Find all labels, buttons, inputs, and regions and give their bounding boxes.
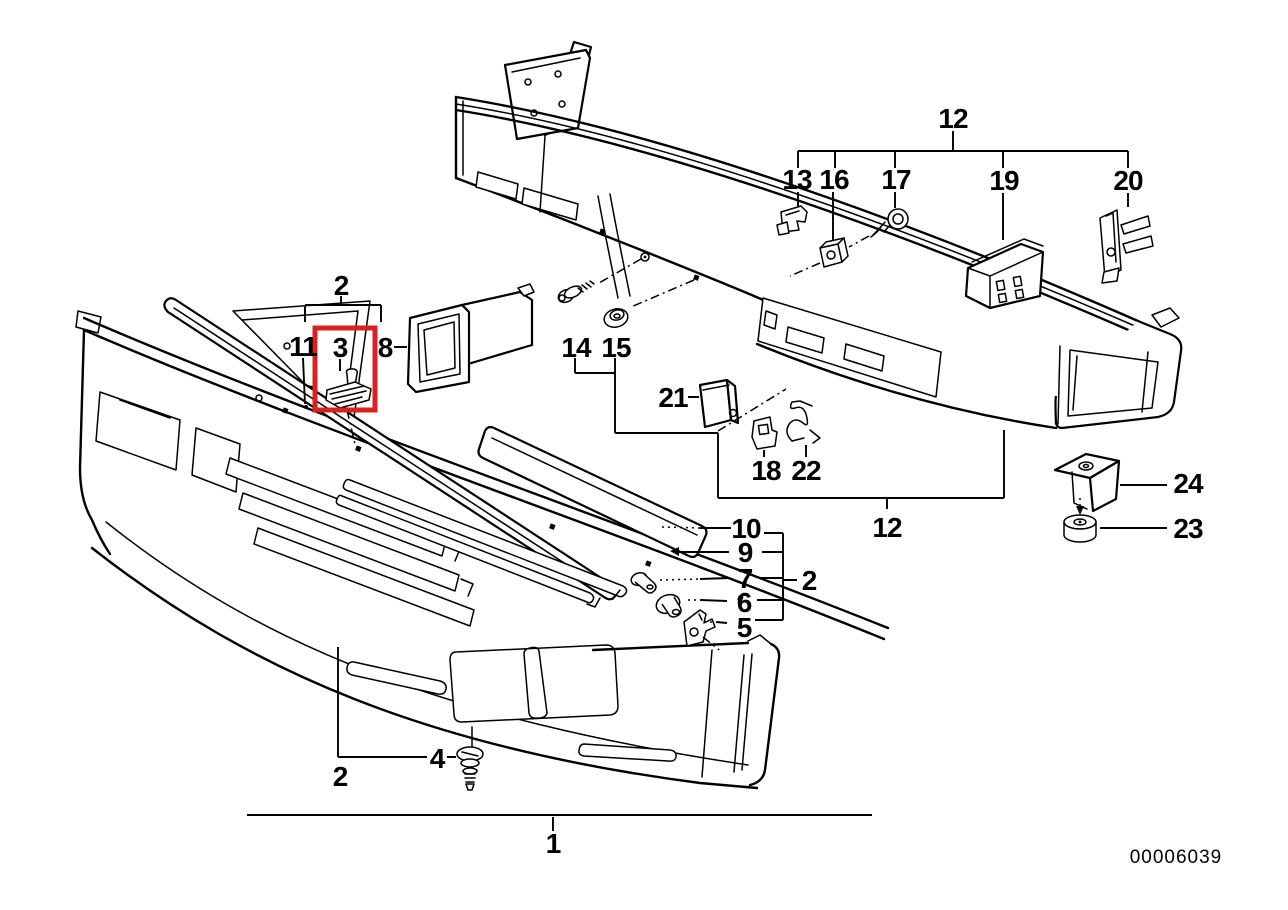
part-label-17[interactable]: 17 bbox=[881, 164, 912, 195]
lower-trim-strips-drawing bbox=[335, 478, 628, 604]
part-label-21[interactable]: 21 bbox=[658, 382, 689, 413]
part-label-3[interactable]: 3 bbox=[333, 332, 349, 363]
upper-bumper-drawing bbox=[454, 40, 1183, 430]
filler-panel-drawing bbox=[477, 425, 708, 559]
part-label-6[interactable]: 6 bbox=[737, 587, 753, 618]
part-24-bracket-drawing bbox=[1053, 452, 1121, 513]
part-17-screw-drawing bbox=[870, 208, 909, 238]
part-label-19[interactable]: 19 bbox=[989, 165, 1020, 196]
part-7-capnut-drawing bbox=[630, 571, 657, 594]
part-label-22[interactable]: 22 bbox=[791, 455, 822, 486]
part-19-bracket-drawing bbox=[964, 238, 1045, 310]
part-20-clip-drawing bbox=[1099, 209, 1154, 284]
part-label-5[interactable]: 5 bbox=[737, 612, 753, 643]
part-label-23[interactable]: 23 bbox=[1173, 513, 1204, 544]
part-labels: 1 2 2 2 3 4 5 6 7 8 9 10 11 12 12 13 14 … bbox=[289, 103, 1205, 859]
part-8-duct-drawing bbox=[406, 283, 535, 394]
part-label-11[interactable]: 11 bbox=[289, 331, 318, 362]
part-23-bushing-drawing bbox=[1063, 514, 1097, 543]
part-label-16[interactable]: 16 bbox=[819, 164, 850, 195]
part-label-9[interactable]: 9 bbox=[738, 537, 754, 568]
part-label-2-bottom[interactable]: 2 bbox=[333, 761, 349, 792]
part-5-bracket-drawing bbox=[683, 609, 716, 647]
part-label-12-bottom[interactable]: 12 bbox=[872, 512, 903, 543]
part-3-clip-drawing bbox=[325, 368, 372, 409]
part-13-clip-drawing bbox=[776, 205, 808, 236]
part-label-18[interactable]: 18 bbox=[751, 455, 782, 486]
part-15-nut-drawing bbox=[603, 308, 629, 328]
part-label-2-top[interactable]: 2 bbox=[334, 270, 350, 301]
part-21-box-drawing bbox=[698, 378, 740, 429]
part-22-wire-drawing bbox=[786, 400, 821, 444]
part-label-12-top[interactable]: 12 bbox=[938, 103, 969, 134]
part-label-2-right[interactable]: 2 bbox=[802, 565, 818, 596]
part-label-8[interactable]: 8 bbox=[378, 332, 394, 363]
part-label-24[interactable]: 24 bbox=[1173, 468, 1205, 499]
part-label-10[interactable]: 10 bbox=[731, 513, 762, 544]
part-16-nut-drawing bbox=[819, 237, 849, 268]
highlight-box-part-3[interactable] bbox=[312, 325, 378, 413]
part-18-clip-drawing bbox=[751, 416, 778, 450]
part-label-20[interactable]: 20 bbox=[1113, 165, 1144, 196]
part-label-15[interactable]: 15 bbox=[601, 332, 632, 363]
part-label-1[interactable]: 1 bbox=[546, 828, 562, 859]
lower-bumper-drawing bbox=[75, 300, 890, 790]
part-4-screw-drawing bbox=[456, 746, 484, 791]
part-14-screw-drawing bbox=[557, 280, 595, 304]
part-label-4[interactable]: 4 bbox=[430, 743, 447, 774]
part-label-7[interactable]: 7 bbox=[738, 563, 754, 594]
diagram-id: 00006039 bbox=[1130, 847, 1223, 868]
leader-lines bbox=[247, 131, 1167, 831]
part-label-13[interactable]: 13 bbox=[782, 164, 813, 195]
part-6-grommet-drawing bbox=[655, 593, 682, 618]
part-label-14[interactable]: 14 bbox=[561, 332, 593, 363]
